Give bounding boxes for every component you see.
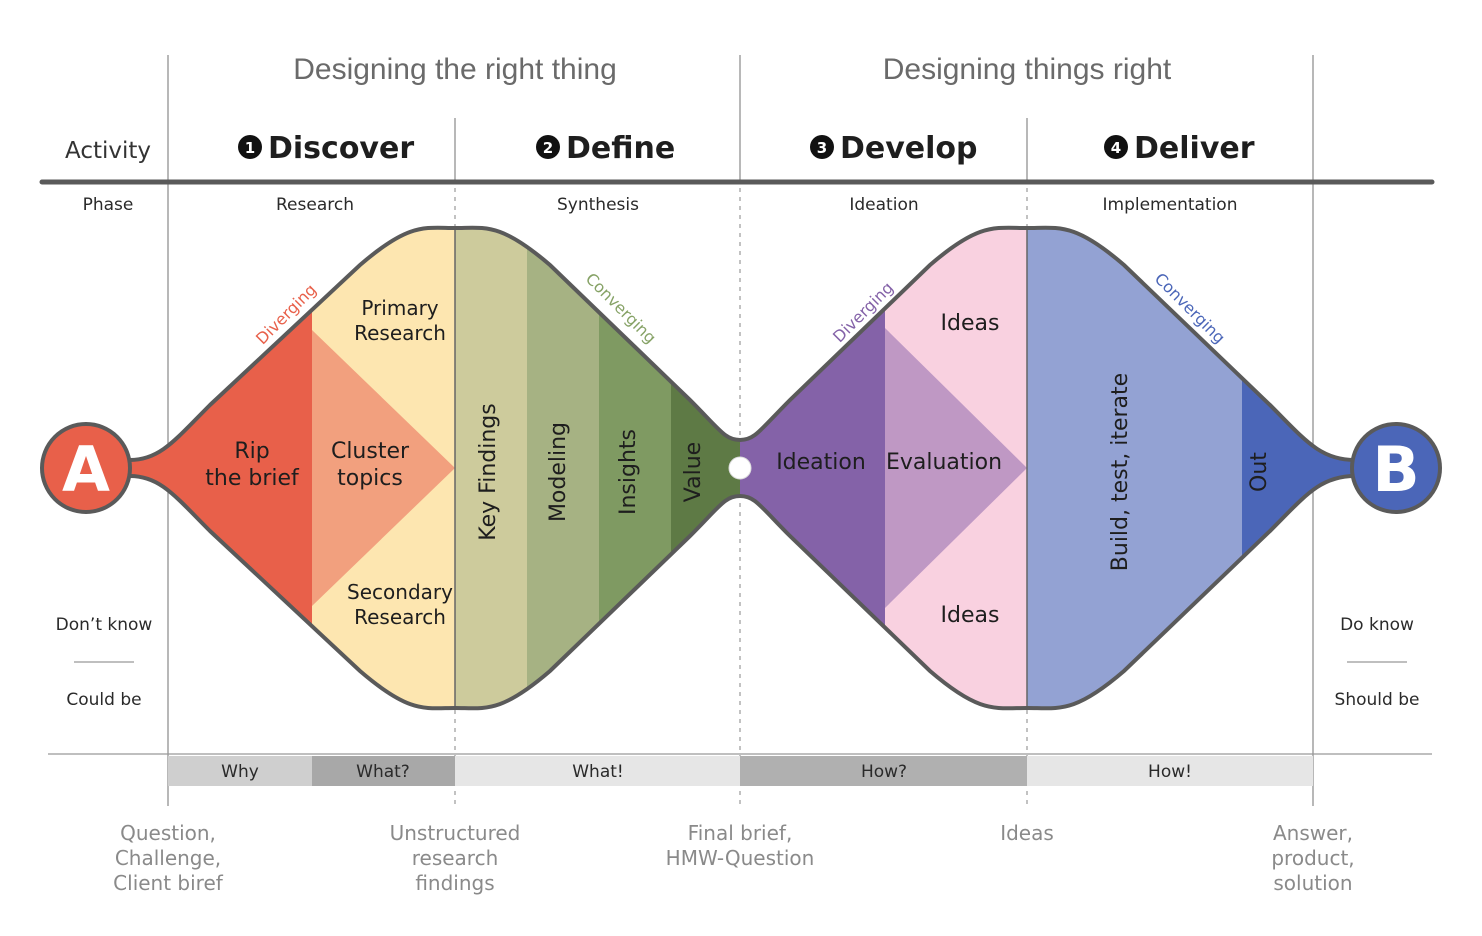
output-line: solution [1273,871,1352,895]
output-research: Unstructured research findings [390,821,521,895]
activity-ideation: Ideation [849,195,918,215]
secondary-research-line1: Secondary [347,580,453,604]
output-line: Final brief, [688,821,793,845]
strip-how-ex-label: How! [1148,762,1192,782]
cluster-fill [312,330,455,606]
phase-number: 1 [245,139,255,157]
diamond-outline-bottom [129,474,1356,711]
strip-what-ex-label: What! [572,762,623,782]
output-ideas: Ideas [1000,821,1054,845]
ideation-label: Ideation [776,450,866,475]
evaluation-label: Evaluation [886,450,1002,475]
activity-research: Research [276,195,354,215]
strip-what-q-label: What? [356,762,410,782]
modeling-label: Modeling [546,422,571,522]
start-node-label: A [62,433,110,506]
dont-know-label: Don’t know [56,615,153,635]
phase-number-badge [1104,135,1128,159]
activity-implementation: Implementation [1103,195,1238,215]
phase-number: 2 [543,139,553,157]
phase-name: Discover [268,131,414,166]
phase-develop-header: 3 Develop [810,131,978,166]
activity-synthesis: Synthesis [557,195,639,215]
question-strip: Why What? What! How? How! [168,756,1313,786]
evaluation-fill [885,328,1027,608]
phase-number-badge [238,135,262,159]
phase-discover-header: 1 Discover [238,131,414,166]
output-line: findings [415,871,494,895]
phase-number: 4 [1111,139,1121,157]
output-line: Client biref [113,871,224,895]
output-line: Question, [120,821,216,845]
activity-label: Activity [65,138,151,164]
secondary-research-line2: Research [354,605,446,629]
section-designing-things-right: Designing things right [883,53,1172,86]
left-diamond [130,227,740,709]
output-line: research [412,846,499,870]
output-line: HMW-Question [666,846,815,870]
start-node: A [40,422,132,514]
modeling-fill [527,227,599,709]
cluster-topics-line2: topics [337,466,403,491]
key-findings-label: Key Findings [476,403,501,540]
strip-why-label: Why [221,762,259,782]
output-start: Question, Challenge, Client biref [113,821,224,895]
build-fill [1027,227,1242,709]
primary-research-line1: Primary [361,296,438,320]
phase-number-badge [536,135,560,159]
phase-number: 3 [817,139,827,157]
build-test-iterate-label: Build, test, iterate [1108,373,1133,571]
phase-name: Develop [840,131,978,166]
strip-how-ex [1027,756,1313,786]
output-end: Answer, product, solution [1271,821,1354,895]
should-be-label: Should be [1335,690,1420,710]
phase-name: Define [566,131,675,166]
section-designing-right-thing: Designing the right thing [293,53,617,86]
insights-label: Insights [616,429,641,515]
strip-how-q-label: How? [861,762,907,782]
out-label: Out [1247,452,1272,492]
phase-label: Phase [83,195,134,215]
strip-what-ex [455,756,740,786]
output-line: Unstructured [390,821,521,845]
output-brief: Final brief, HMW-Question [666,821,815,870]
could-be-label: Could be [66,690,141,710]
ideas-top-label: Ideas [941,311,1000,336]
value-label: Value [681,442,706,502]
output-line: Challenge, [115,846,221,870]
key-findings-fill [455,227,527,709]
midpoint-marker [728,456,752,480]
end-node: B [1350,422,1442,514]
output-line: Ideas [1000,821,1054,845]
phase-define-header: 2 Define [536,131,675,166]
strip-how-q [740,756,1027,786]
primary-research-line2: Research [354,321,446,345]
cluster-topics-line1: Cluster [331,439,410,464]
rip-fill [130,227,312,709]
phase-deliver-header: 4 Deliver [1104,131,1255,166]
do-know-label: Do know [1340,615,1414,635]
ideas-bottom-label: Ideas [941,603,1000,628]
strip-why [168,756,312,786]
output-line: Answer, [1273,821,1353,845]
end-node-label: B [1372,433,1419,506]
strip-what-q [312,756,455,786]
rip-brief-line2: the brief [205,466,300,491]
output-line: product, [1271,846,1354,870]
phase-number-badge [810,135,834,159]
rip-brief-line1: Rip [234,439,269,464]
diamond-outline-top [129,225,1356,462]
phase-name: Deliver [1134,131,1255,166]
